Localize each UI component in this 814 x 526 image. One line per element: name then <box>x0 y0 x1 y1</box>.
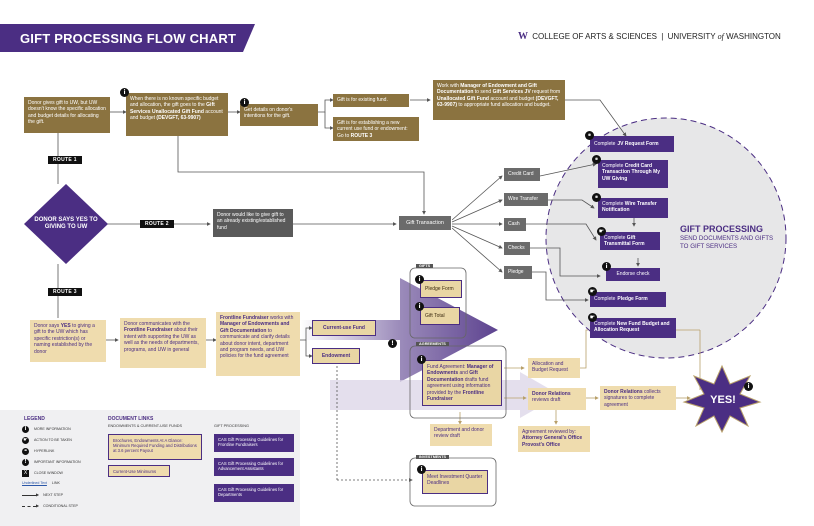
yes-star <box>682 364 762 434</box>
gift-transmittal-form-link[interactable]: Complete Gift Transmittal Form <box>600 232 660 250</box>
info-icon[interactable]: i <box>417 465 426 474</box>
cash-box: Cash <box>504 218 526 231</box>
info-icon[interactable]: i <box>602 262 611 271</box>
hyperlink-icon[interactable]: ⚭ <box>592 155 601 164</box>
decision-diamond <box>24 184 108 264</box>
agreement-reviewed-box: Agreement reviewed by: Attorney General'… <box>518 426 590 452</box>
current-use-fund-box: Current-use Fund <box>312 320 376 336</box>
info-icon: i <box>22 426 29 433</box>
existing-fund-box: Gift is for existing fund. <box>333 94 409 107</box>
allocation-budget-box: Allocation and Budget Request <box>528 358 580 378</box>
endowment-box: Endowment <box>312 348 360 364</box>
university-logo: W COLLEGE OF ARTS & SCIENCES | UNIVERSIT… <box>518 31 781 42</box>
donor-specific-box: Donor says YES to giving a gift to the U… <box>30 320 106 362</box>
guidelines-assistants-link[interactable]: CAS Gift Processing Guidelines for Advan… <box>214 458 294 476</box>
route-2-label: ROUTE 2 <box>140 220 174 228</box>
agreements-group-label: AGREEMENTS <box>416 342 449 346</box>
fund-agreement-box: Fund Agreement: Manager of Endowments an… <box>422 360 502 406</box>
new-fund-box: Gift is for establishing a new current u… <box>333 117 419 141</box>
brochure-link[interactable]: Brochures, Endowments At A Glance: Minim… <box>108 434 202 460</box>
get-details-box: Get details on donor's intentions for th… <box>240 104 318 126</box>
donor-relations-collects-box: Donor Relations collects signatures to c… <box>600 386 676 410</box>
info-icon[interactable]: i <box>120 88 129 97</box>
info-icon[interactable]: i <box>240 98 249 107</box>
info-icon[interactable]: i <box>417 355 426 364</box>
new-fund-request-link[interactable]: Complete New Fund Budget and Allocation … <box>590 318 676 338</box>
wire-transfer-form-link[interactable]: Complete Wire Transfer Notification <box>598 198 668 218</box>
legend-title: LEGEND <box>24 416 45 422</box>
meet-investment-box: Meet Investment Quarter Deadlines <box>422 470 488 494</box>
department-review-box: Department and donor review draft <box>430 424 492 446</box>
info-icon[interactable]: i <box>744 382 753 391</box>
info-icon[interactable]: i <box>415 302 424 311</box>
important-icon: ! <box>388 339 397 348</box>
pledge-form-link[interactable]: Complete Pledge Form <box>590 292 666 307</box>
close-icon: X <box>22 470 29 477</box>
frontline-communicates-box: Donor communicates with the Frontline Fu… <box>120 318 206 368</box>
checks-box: Checks <box>504 242 530 255</box>
guidelines-departments-link[interactable]: CAS Gift Processing Guidelines for Depar… <box>214 484 294 502</box>
legend: i MORE INFORMATION ☛ ACTION TO BE TAKEN … <box>22 426 81 508</box>
investments-group-label: INVESTMENTS <box>416 455 450 459</box>
header-banner: GIFT PROCESSING FLOW CHART <box>0 24 255 52</box>
work-manager-box: Work with Manager of Endowment and Gift … <box>433 80 565 120</box>
gift-processing-subtitle: SEND DOCUMENTS AND GIFTS TO GIFT SERVICE… <box>680 235 774 250</box>
route-1-label: ROUTE 1 <box>48 156 82 164</box>
endorse-check-box: Endorse check <box>606 268 660 281</box>
hyperlink-icon[interactable]: ⚭ <box>585 131 594 140</box>
donor-gives-box: Donor gives gift to UW, but UW doesn't k… <box>24 97 110 133</box>
link-icon: ⚭ <box>22 448 29 455</box>
gifts-group-label: GIFTS <box>416 264 434 268</box>
college-name: COLLEGE OF ARTS & SCIENCES <box>532 32 658 41</box>
wire-transfer-box: Wire Transfer <box>504 193 548 206</box>
gift-processing-title: GIFT PROCESSING <box>680 224 764 234</box>
action-icon: ☛ <box>588 313 597 322</box>
important-icon: ! <box>22 459 29 466</box>
doc-col2-title: GIFT PROCESSING <box>214 424 249 428</box>
dashed-arrow-icon <box>22 505 36 507</box>
document-links-title: DOCUMENT LINKS <box>108 416 154 422</box>
donor-relations-review-box: Donor Relations reviews draft <box>528 388 586 410</box>
decision-text: DONOR SAYS YES TO GIVING TO UW <box>34 217 98 230</box>
credit-card-form-link[interactable]: Complete Credit Card Transaction Through… <box>598 160 668 188</box>
w-logo-icon: W <box>518 31 528 42</box>
jv-request-form-link[interactable]: Complete JV Request Form <box>590 136 674 152</box>
gift-transaction-box: Gift Transaction <box>398 215 452 231</box>
unallocated-box: When there is no known specific budget a… <box>126 93 228 136</box>
guidelines-frontline-link[interactable]: CAS Gift Processing Guidelines for Front… <box>214 434 294 452</box>
info-icon[interactable]: i <box>415 275 424 284</box>
current-use-minimums-link[interactable]: Current-Use Minimums <box>108 465 170 477</box>
arrow-icon <box>22 494 36 496</box>
action-icon: ☛ <box>588 287 597 296</box>
hand-icon: ☛ <box>22 437 29 444</box>
pledge-form-box: Pledge Form <box>420 280 462 298</box>
agreement-arrow <box>300 278 498 382</box>
action-icon: ☛ <box>597 227 606 236</box>
doc-col1-title: ENDOWMENTS & CURRENT-USE FUNDS <box>108 424 183 428</box>
hyperlink-icon[interactable]: ⚭ <box>592 193 601 202</box>
pledge-box: Pledge <box>504 266 532 279</box>
route-3-label: ROUTE 3 <box>48 288 82 296</box>
page-title: GIFT PROCESSING FLOW CHART <box>20 31 237 46</box>
credit-card-box: Credit Card <box>504 168 540 181</box>
yes-label: YES! <box>710 394 736 406</box>
existing-fund-donor-box: Donor would like to give gift to an alre… <box>213 209 293 237</box>
frontline-works-box: Frontline Fundraiser works with Manager … <box>216 312 300 376</box>
gift-total-box: Gift Total <box>420 307 460 325</box>
